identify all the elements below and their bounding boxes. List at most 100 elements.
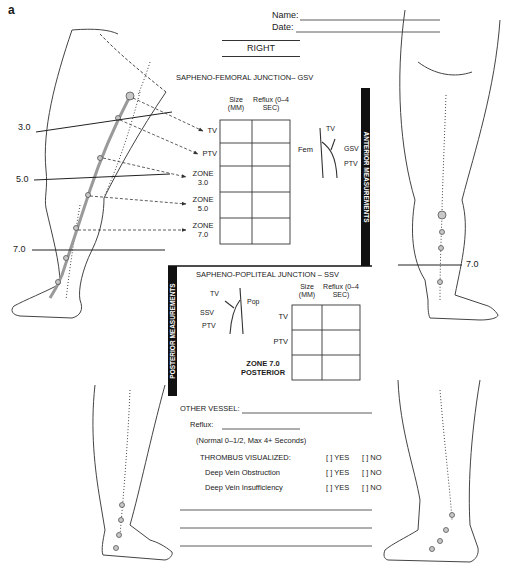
checkbox-option: [ ] YES xyxy=(326,454,349,463)
column-header: Reflux (0–4 SEC) xyxy=(321,283,361,299)
vein-dotted xyxy=(440,95,446,300)
note: (Normal 0–1/2, Max 4+ Seconds) xyxy=(196,437,306,446)
form-field: THROMBUS VISUALIZED: xyxy=(200,454,291,463)
heading-text: RIGHT xyxy=(247,43,275,54)
leader-arrow xyxy=(90,196,186,204)
measure-table xyxy=(292,305,360,380)
zone-number: 7.0 xyxy=(13,244,26,254)
checkbox-option: [ ] NO xyxy=(362,484,382,493)
vessel-label: Fem xyxy=(298,146,313,155)
level-line xyxy=(398,265,462,266)
tributary-sketch xyxy=(331,139,335,150)
vessel-label: PTV xyxy=(344,160,358,168)
leader-arrow xyxy=(103,158,186,177)
tributary-sketch xyxy=(225,301,234,308)
column-header: Size (MM) xyxy=(223,96,249,112)
vessel-label: TV xyxy=(210,290,219,298)
vein-dotted xyxy=(440,390,452,520)
vein-dot xyxy=(440,230,445,235)
great-saphenous-vein xyxy=(50,96,130,298)
leg-outline xyxy=(384,380,480,562)
form-field: OTHER VESSEL: xyxy=(180,405,240,414)
form-field: Date: xyxy=(272,22,294,32)
vein-dot xyxy=(444,528,449,533)
field-underline xyxy=(222,429,300,430)
vein-dot xyxy=(119,518,124,523)
leg-outline xyxy=(400,10,500,320)
leg-outline xyxy=(72,29,118,34)
section-bar: ANTERIOR MEASUREMENTS xyxy=(361,88,370,266)
zone-number: 3.0 xyxy=(18,122,31,132)
vessel-label: PTV xyxy=(202,322,216,330)
row-label: ZONE 7.0 POSTERIOR xyxy=(238,360,288,377)
level-line xyxy=(32,250,165,251)
vertical-label: POSTERIOR MEASUREMENTS xyxy=(169,283,176,378)
level-line xyxy=(36,112,172,132)
side-heading: RIGHT xyxy=(222,40,300,57)
checkbox-option: [ ] YES xyxy=(326,469,349,478)
vein-dot xyxy=(117,533,122,538)
form-field: Deep Vein Obstruction xyxy=(205,469,280,478)
field-underline xyxy=(242,413,372,414)
femoral-vein-sketch xyxy=(320,128,323,178)
table-rule xyxy=(322,305,323,380)
table-rule xyxy=(292,330,360,331)
zone-number: 7.0 xyxy=(466,259,479,269)
measure-table xyxy=(220,120,290,244)
row-label: ZONE 7.0 xyxy=(189,222,217,239)
vein-dot xyxy=(74,226,79,231)
gluteal-crease xyxy=(418,62,472,75)
form-field: Deep Vein Insufficiency xyxy=(205,484,283,493)
vessel-label: GSV xyxy=(344,145,359,153)
leg-outline xyxy=(93,385,172,560)
table-rule xyxy=(220,192,290,193)
vein-dot xyxy=(450,513,455,518)
vein-dot xyxy=(438,280,443,285)
row-label: ZONE 3.0 xyxy=(189,170,217,187)
vein-dot xyxy=(430,547,435,552)
section-heading: SAPHENO-POPLITEAL JUNCTION – SSV xyxy=(196,271,339,280)
table-rule xyxy=(252,120,253,244)
checkbox-option: [ ] NO xyxy=(362,454,382,463)
vein-dot xyxy=(120,503,125,508)
column-header: Reflux (0–4 SEC) xyxy=(251,96,291,112)
note-line xyxy=(180,510,372,511)
table-rule xyxy=(220,166,290,167)
section-rule xyxy=(168,265,372,267)
row-label: PTV xyxy=(273,338,288,347)
leader-arrow xyxy=(78,230,186,231)
vein-dot xyxy=(64,256,69,261)
vein-dotted xyxy=(105,92,140,195)
note-line xyxy=(180,546,372,547)
row-label: PTV xyxy=(202,150,217,159)
date-underline xyxy=(296,32,440,33)
junction-dot xyxy=(126,92,134,100)
gsv-sketch xyxy=(322,142,337,178)
form-field: Reflux: xyxy=(190,421,213,430)
leader-arrow xyxy=(120,120,198,154)
panel-letter: a xyxy=(8,4,15,18)
row-label: ZONE 5.0 xyxy=(189,196,217,213)
section-heading: SAPHENO-FEMORAL JUNCTION– GSV xyxy=(176,74,313,83)
vessel-label: Pop xyxy=(247,298,259,306)
table-rule xyxy=(220,143,290,144)
vein-dot xyxy=(98,156,103,161)
vertical-label: ANTERIOR MEASUREMENTS xyxy=(362,131,369,222)
leader-arrow xyxy=(133,98,203,131)
vein-dotted xyxy=(120,390,130,535)
leg-outline xyxy=(12,30,166,318)
table-rule xyxy=(220,218,290,219)
vein-dot xyxy=(438,539,443,544)
checkbox-option: [ ] NO xyxy=(362,469,382,478)
vein-dot xyxy=(86,193,91,198)
vessel-label: SSV xyxy=(200,309,214,317)
level-line xyxy=(34,174,170,180)
vein-dot xyxy=(56,280,61,285)
table-rule xyxy=(292,355,360,356)
note-line xyxy=(180,528,372,529)
row-label: TV xyxy=(278,313,288,322)
name-underline xyxy=(300,20,440,21)
zone-number: 5.0 xyxy=(16,174,29,184)
form-field: Name: xyxy=(272,10,299,20)
